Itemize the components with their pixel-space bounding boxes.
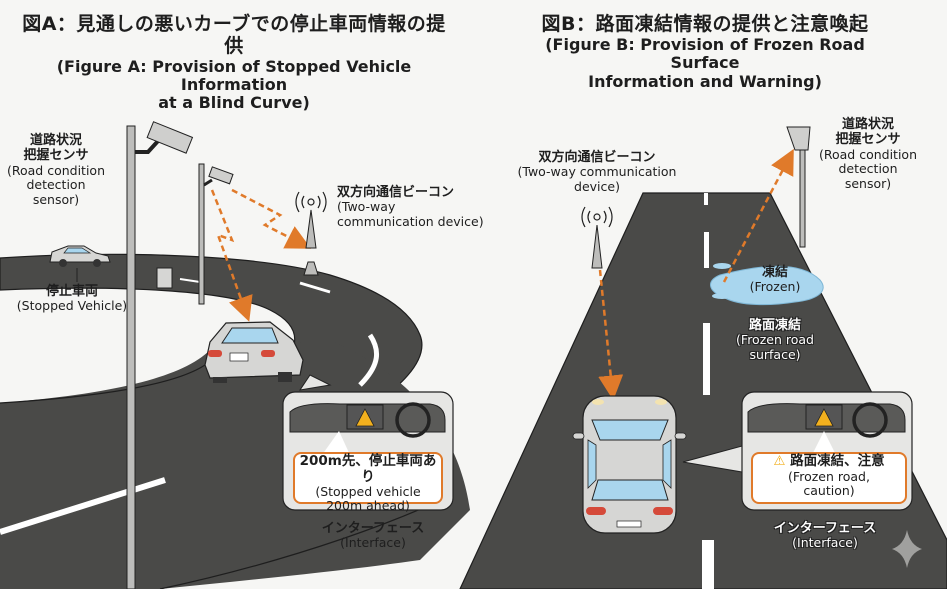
beacon-label-b: 双方向通信ビーコン (Two-way communication device) bbox=[512, 150, 682, 195]
frozen-road-surface-en: surface) bbox=[749, 347, 801, 363]
roadside-unit bbox=[156, 267, 173, 289]
sensor-label-en: detection bbox=[838, 161, 898, 177]
warning-triangle-icon bbox=[355, 408, 375, 427]
figure-b-title: 図B：路面凍結情報の提供と注意喚起 (Figure B: Provision o… bbox=[515, 13, 895, 91]
beacon-label-en: communication device) bbox=[337, 214, 484, 230]
sensor-label-jp: 把握センサ bbox=[835, 132, 901, 148]
warning-message-jp-text: 路面凍結、注意 bbox=[790, 453, 885, 469]
antenna-beacon-icon bbox=[581, 206, 613, 269]
camera-sensor-icon bbox=[786, 126, 811, 248]
warning-triangle-icon: ⚠ bbox=[773, 453, 786, 469]
stopped-vehicle-label: 停止車両 (Stopped Vehicle) bbox=[12, 284, 132, 314]
steering-wheel-icon bbox=[852, 402, 888, 438]
sensor-label-a: 道路状況 把握センサ (Road condition detection sen… bbox=[6, 133, 106, 208]
warning-message-b: ⚠ 路面凍結、注意 (Frozen road, caution) bbox=[751, 452, 907, 504]
stopped-vehicle bbox=[49, 245, 111, 282]
warning-message-en: (Frozen road, bbox=[788, 468, 870, 484]
signal-arrow bbox=[210, 189, 253, 322]
interface-label-en: (Interface) bbox=[340, 535, 406, 551]
frozen-road-surface-en: (Frozen road bbox=[736, 332, 814, 348]
frozen-label-jp: 凍結 bbox=[761, 265, 788, 280]
figure-b-title-en: Information and Warning) bbox=[588, 71, 822, 91]
camera-sensor-icon bbox=[198, 163, 234, 305]
figure-b-title-en: (Figure B: Provision of Frozen Road Surf… bbox=[545, 34, 865, 73]
lane-marking bbox=[704, 193, 708, 205]
figure-a-title-jp: 図A：見通しの悪いカーブでの停止車両情報の提供 bbox=[22, 13, 446, 57]
stopped-vehicle-jp: 停止車両 bbox=[45, 284, 98, 299]
frozen-road-surface-jp: 路面凍結 bbox=[748, 318, 801, 333]
sensor-label-en: (Road condition bbox=[818, 146, 917, 162]
camera-sensor-icon bbox=[126, 121, 194, 589]
beacon-label-a: 双方向通信ビーコン (Two-way communication device) bbox=[337, 185, 497, 230]
sensor-label-jp: 道路状況 bbox=[29, 133, 82, 148]
vehicle-rear-view bbox=[204, 321, 304, 383]
beacon-label-jp: 双方向通信ビーコン bbox=[538, 150, 656, 165]
lane-marking bbox=[0, 477, 166, 535]
interface-label-b: インターフェース (Interface) bbox=[770, 521, 880, 551]
interface-label-jp: インターフェース bbox=[321, 521, 425, 536]
interface-label-a: インターフェース (Interface) bbox=[318, 521, 428, 551]
warning-triangle-icon bbox=[814, 408, 834, 427]
figure-a-title-en: at a Blind Curve) bbox=[158, 93, 310, 113]
lane-marking bbox=[179, 278, 201, 283]
ice-patch bbox=[710, 263, 824, 306]
signal-arrow bbox=[231, 188, 312, 249]
vehicle-top-view bbox=[572, 395, 687, 534]
lane-marking bbox=[299, 281, 331, 294]
interface-label-en: (Interface) bbox=[792, 535, 858, 551]
warning-message-jp: 200m先、停止車両あり bbox=[299, 453, 437, 485]
sensor-label-en: sensor) bbox=[32, 192, 80, 208]
sensor-label-en: detection bbox=[26, 177, 86, 193]
sensor-label-en: (Road condition bbox=[6, 162, 105, 178]
warning-message-jp: ⚠ 路面凍結、注意 bbox=[753, 453, 905, 470]
steering-wheel-icon bbox=[395, 402, 431, 438]
frozen-label: 凍結 (Frozen) bbox=[740, 265, 810, 295]
warning-message-en: 200m ahead) bbox=[326, 498, 410, 514]
sensor-label-en: sensor) bbox=[844, 176, 892, 192]
lane-marking bbox=[702, 540, 714, 589]
frozen-road-surface-label: 路面凍結 (Frozen road surface) bbox=[725, 318, 825, 363]
figure-b-title-jp: 図B：路面凍結情報の提供と注意喚起 bbox=[541, 13, 869, 35]
figure-a-title-en: (Figure A: Provision of Stopped Vehicle … bbox=[56, 56, 412, 95]
sensor-label-jp: 把握センサ bbox=[23, 148, 89, 164]
warning-message-a: 200m先、停止車両あり (Stopped vehicle 200m ahead… bbox=[293, 452, 443, 513]
lane-marking bbox=[704, 232, 709, 268]
signal-arrow bbox=[722, 148, 794, 283]
antenna-beacon-icon bbox=[295, 191, 327, 276]
stopped-vehicle-en: (Stopped Vehicle) bbox=[16, 298, 128, 314]
beacon-label-en: (Two-way bbox=[337, 199, 396, 215]
sparkle-icon bbox=[892, 530, 922, 568]
lane-marking bbox=[358, 333, 380, 387]
sensor-label-b: 道路状況 把握センサ (Road condition detection sen… bbox=[818, 117, 918, 192]
frozen-label-en: (Frozen) bbox=[749, 279, 801, 295]
figure-a-title: 図A：見通しの悪いカーブでの停止車両情報の提供 (Figure A: Provi… bbox=[14, 13, 454, 113]
warning-message-en: caution) bbox=[803, 482, 855, 498]
beacon-label-en: device) bbox=[574, 179, 620, 195]
warning-message-en: (Stopped vehicle bbox=[315, 484, 421, 500]
sensor-label-jp: 道路状況 bbox=[841, 117, 894, 132]
interface-label-jp: インターフェース bbox=[773, 521, 877, 536]
lane-marking bbox=[703, 323, 710, 395]
beacon-label-jp: 双方向通信ビーコン bbox=[337, 185, 455, 200]
beacon-label-en: (Two-way communication bbox=[517, 164, 677, 180]
